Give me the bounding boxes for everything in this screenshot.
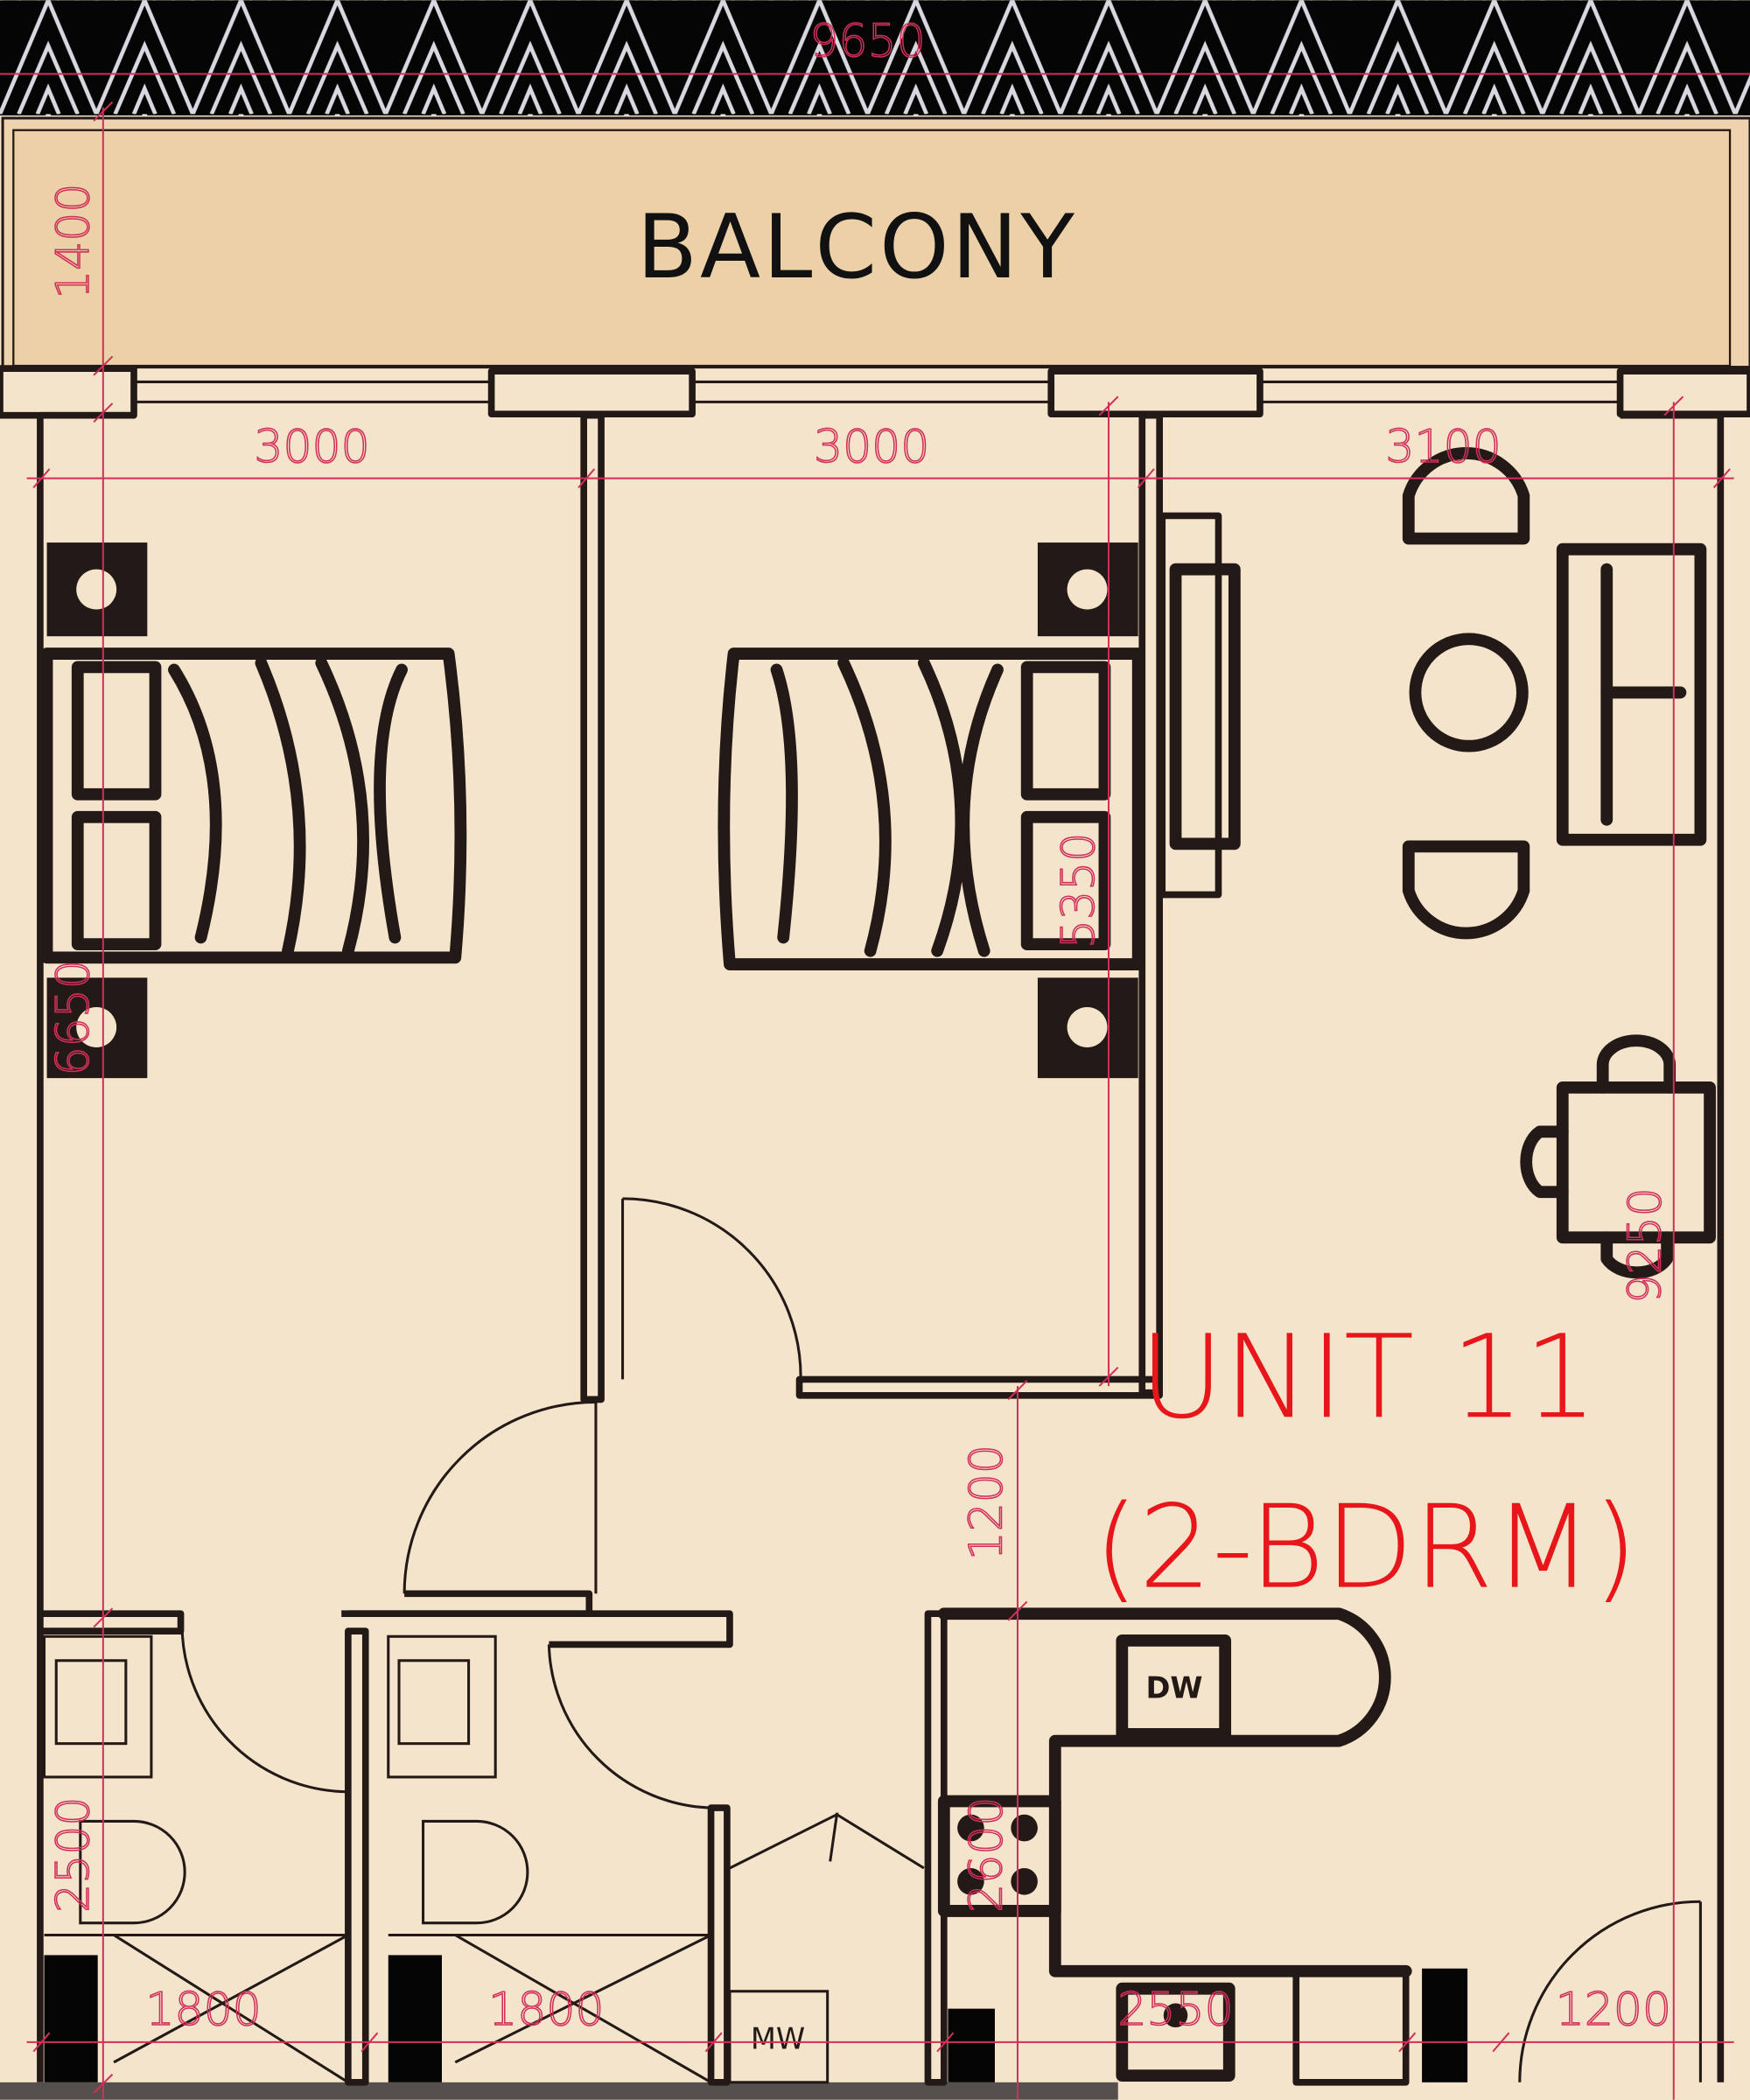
unit-title: UNIT 11 [1139,1311,1597,1445]
living-furniture [1158,447,1716,1279]
dim-kitchen-depth: 2600 [961,1796,1013,1912]
dishwasher-label: DW [1145,1671,1202,1705]
dimension-labels: 9650 1400 3000 3000 3100 6650 5350 9250 … [46,15,1672,2037]
dim-bath2-width: 1800 [488,1984,604,2036]
microwave-label: MW [751,2022,805,2056]
balcony-label: BALCONY [637,195,1077,298]
bed-2 [718,542,1144,1079]
dim-bedroom2-width: 3000 [814,421,929,473]
window [134,380,1620,403]
dim-overall-depth: 9250 [1619,1187,1671,1303]
dim-bath-depth: 2500 [47,1796,100,1912]
dim-bath1-width: 1800 [145,1984,261,2036]
dim-living-width: 3100 [1385,421,1501,473]
doors [180,1197,1702,2082]
bathroom-2 [387,1634,712,2084]
exterior-walls [0,365,1750,2100]
dim-bedroom1-depth: 6650 [47,960,100,1075]
dim-hall-depth: 1200 [961,1445,1013,1560]
balcony: BALCONY [1,116,1750,369]
unit-subtitle: (2-BDRM) [1094,1481,1638,1615]
dimension-lines [0,73,1750,2100]
dim-bedroom2-depth: 5350 [1053,833,1105,948]
bed-1 [40,542,467,1079]
dim-bedroom1-width: 3000 [254,421,369,473]
dim-balcony-depth: 1400 [47,184,100,299]
dim-overall-width: 9650 [809,16,925,68]
kitchen-counter: DW [937,1607,1468,2086]
microwave: MW [728,1990,830,2084]
bathroom-1 [42,1634,349,2084]
exterior-pattern-band [0,0,1750,116]
cooktop [937,1795,1061,1917]
dim-kitchen-width: 2550 [1117,1984,1233,2036]
dim-entry-width: 1200 [1556,1984,1671,2036]
